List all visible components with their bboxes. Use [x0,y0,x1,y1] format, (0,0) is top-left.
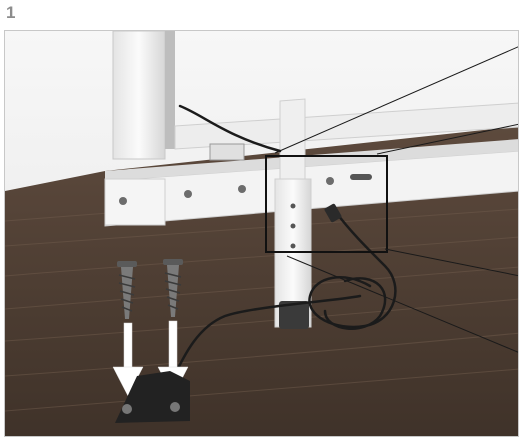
connector-plug [279,301,309,329]
frame-back-rail [174,102,518,150]
callout-lines [274,46,518,353]
frame-bolt [326,177,334,185]
screw-right [163,259,183,317]
desk-leg-column [112,31,166,160]
highlight-box [265,155,388,253]
arrow-down-icon [112,322,144,397]
frame-slot [350,174,372,180]
post-hole [290,223,296,229]
frame-foot-bracket [104,178,166,226]
post-hole [290,203,296,209]
assembly-illustration [5,31,518,436]
control-box [115,371,190,423]
screw-left [117,261,137,319]
post-hole [290,243,296,249]
desk-leg-inner [165,31,175,149]
step-number: 1 [6,3,16,22]
frame-bolt [184,190,192,198]
cables [168,104,397,388]
product-label [209,143,245,161]
frame-front-rail-top [105,139,518,181]
frame-bolt [238,185,246,193]
assembly-photo [4,30,519,437]
frame-bolt [119,197,127,205]
cable-plug [324,203,342,223]
